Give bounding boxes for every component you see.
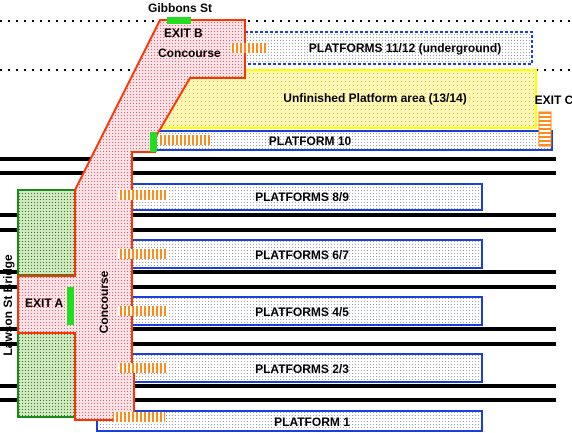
track	[0, 327, 556, 331]
stairs-platform-1	[113, 412, 165, 422]
platform-6-7-label: PLATFORMS 6/7	[255, 248, 349, 262]
platform-10	[155, 130, 553, 151]
concourse-main-label: Concourse	[97, 270, 111, 333]
track	[0, 342, 556, 346]
platform-1-label: PLATFORM 1	[274, 415, 350, 429]
stairs	[113, 43, 552, 422]
platform-10-label: PLATFORM 10	[269, 134, 352, 148]
track	[0, 384, 556, 388]
stairs-platform-8-9	[118, 190, 168, 200]
track	[0, 157, 556, 161]
platform-8-9	[131, 183, 483, 211]
unfinished-platform-label: Unfinished Platform area (13/14)	[283, 91, 466, 105]
exit-a-label: EXIT A	[25, 296, 64, 310]
stairs-exit-c	[538, 111, 552, 147]
stairs-platform-10	[160, 135, 210, 145]
street-lawson-label: Lawson St Bridge	[1, 254, 15, 356]
platform-11-12	[244, 31, 533, 65]
exit-b-marker[interactable]	[167, 17, 191, 24]
track	[0, 285, 556, 289]
track	[0, 270, 556, 274]
platform-11-12-label: PLATFORMS 11/12 (underground)	[309, 41, 501, 55]
track	[0, 398, 556, 402]
exit-b-label: EXIT B	[164, 26, 203, 40]
stairs-platform-4-5	[118, 306, 168, 316]
tracks	[0, 157, 556, 402]
exit-c-label: EXIT C	[535, 93, 572, 107]
stairs-platform-6-7	[118, 249, 168, 259]
concourse-exit-marker	[150, 132, 157, 152]
platform-2-3-label: PLATFORMS 2/3	[255, 362, 349, 376]
track	[0, 171, 556, 175]
concourse-upper-label: Concourse	[158, 46, 221, 60]
exit-a-marker[interactable]	[67, 287, 74, 325]
track	[0, 213, 556, 217]
street-gibbons-label: Gibbons St	[148, 1, 212, 15]
platform-4-5-label: PLATFORMS 4/5	[255, 305, 349, 319]
stairs-platform-2-3	[118, 363, 168, 373]
stairs-platform-11-12	[231, 43, 267, 53]
bridge-block-upper	[17, 189, 76, 276]
platform-8-9-label: PLATFORMS 8/9	[255, 190, 349, 204]
bridge-block-lower	[17, 332, 76, 418]
track	[0, 228, 556, 232]
